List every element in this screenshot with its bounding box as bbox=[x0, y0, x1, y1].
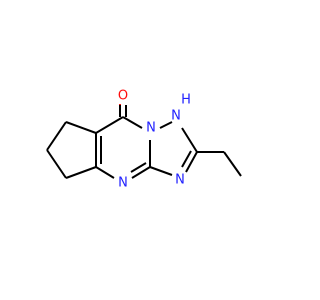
bond-n3-c8a bbox=[149, 166, 173, 176]
structure-diagram: O N N H N N bbox=[46, 89, 242, 191]
bond-n-c8a bbox=[131, 166, 151, 179]
atom-nitrogen-right: N bbox=[175, 173, 185, 188]
bond-c2-n3-inner bbox=[181, 150, 192, 168]
bond-c2-n3 bbox=[185, 151, 198, 173]
bond-c7a-n bbox=[95, 166, 115, 179]
atom-nitrogen-bottom: N bbox=[118, 176, 128, 191]
atom-nitrogen-nh: N bbox=[171, 109, 181, 124]
bond-ch2-ch3 bbox=[223, 151, 242, 177]
molecule-canvas: O N N H N N bbox=[46, 88, 242, 191]
atom-hydrogen-nh: H bbox=[181, 93, 191, 108]
bond-co-n bbox=[122, 116, 143, 129]
bond-c7-c7a bbox=[65, 166, 97, 179]
bond-c6-c7 bbox=[46, 149, 67, 179]
atom-nitrogen-bridge: N bbox=[146, 121, 156, 136]
bond-n-c8a-inner bbox=[130, 162, 147, 173]
bond-nh-c2 bbox=[181, 127, 198, 153]
bond-c5-c6 bbox=[46, 121, 67, 151]
bond-co-c4a bbox=[95, 116, 124, 134]
bond-c4a-c5 bbox=[65, 121, 97, 134]
bond-nbridge-nh bbox=[159, 121, 173, 129]
atom-oxygen: O bbox=[118, 89, 128, 104]
